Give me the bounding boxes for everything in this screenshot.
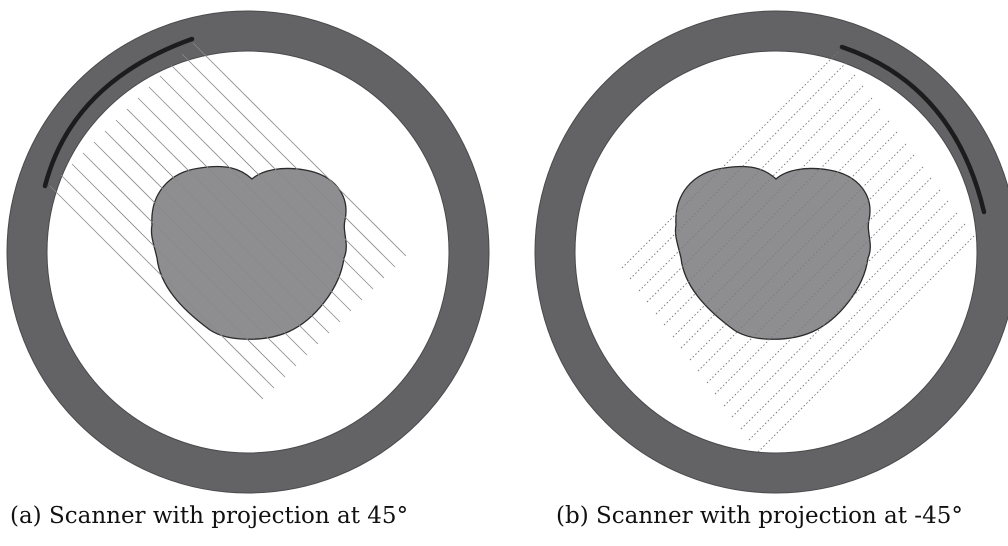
scanner-diagram-b: [534, 10, 1008, 494]
scanner-diagram-a: [6, 10, 490, 494]
scanner-ring: [535, 11, 1008, 493]
ring-inner-edge: [574, 50, 978, 454]
projection-rays: [49, 42, 407, 400]
ring-outer-edge: [6, 10, 490, 494]
imaged-object: [674, 165, 871, 340]
caption-b: (b) Scanner with projection at -45°: [556, 503, 963, 529]
scanner-ring: [7, 11, 489, 493]
caption-a: (a) Scanner with projection at 45°: [10, 503, 409, 529]
panel-a: (a) Scanner with projection at 45°: [6, 10, 490, 529]
ring-inner-edge: [46, 50, 450, 454]
panel-b: (b) Scanner with projection at -45°: [504, 0, 1008, 546]
detector-arc: [42, 36, 195, 189]
ring-outer-edge: [534, 10, 1008, 494]
projection-rays: [621, 51, 975, 453]
detector-arc: [839, 44, 987, 215]
